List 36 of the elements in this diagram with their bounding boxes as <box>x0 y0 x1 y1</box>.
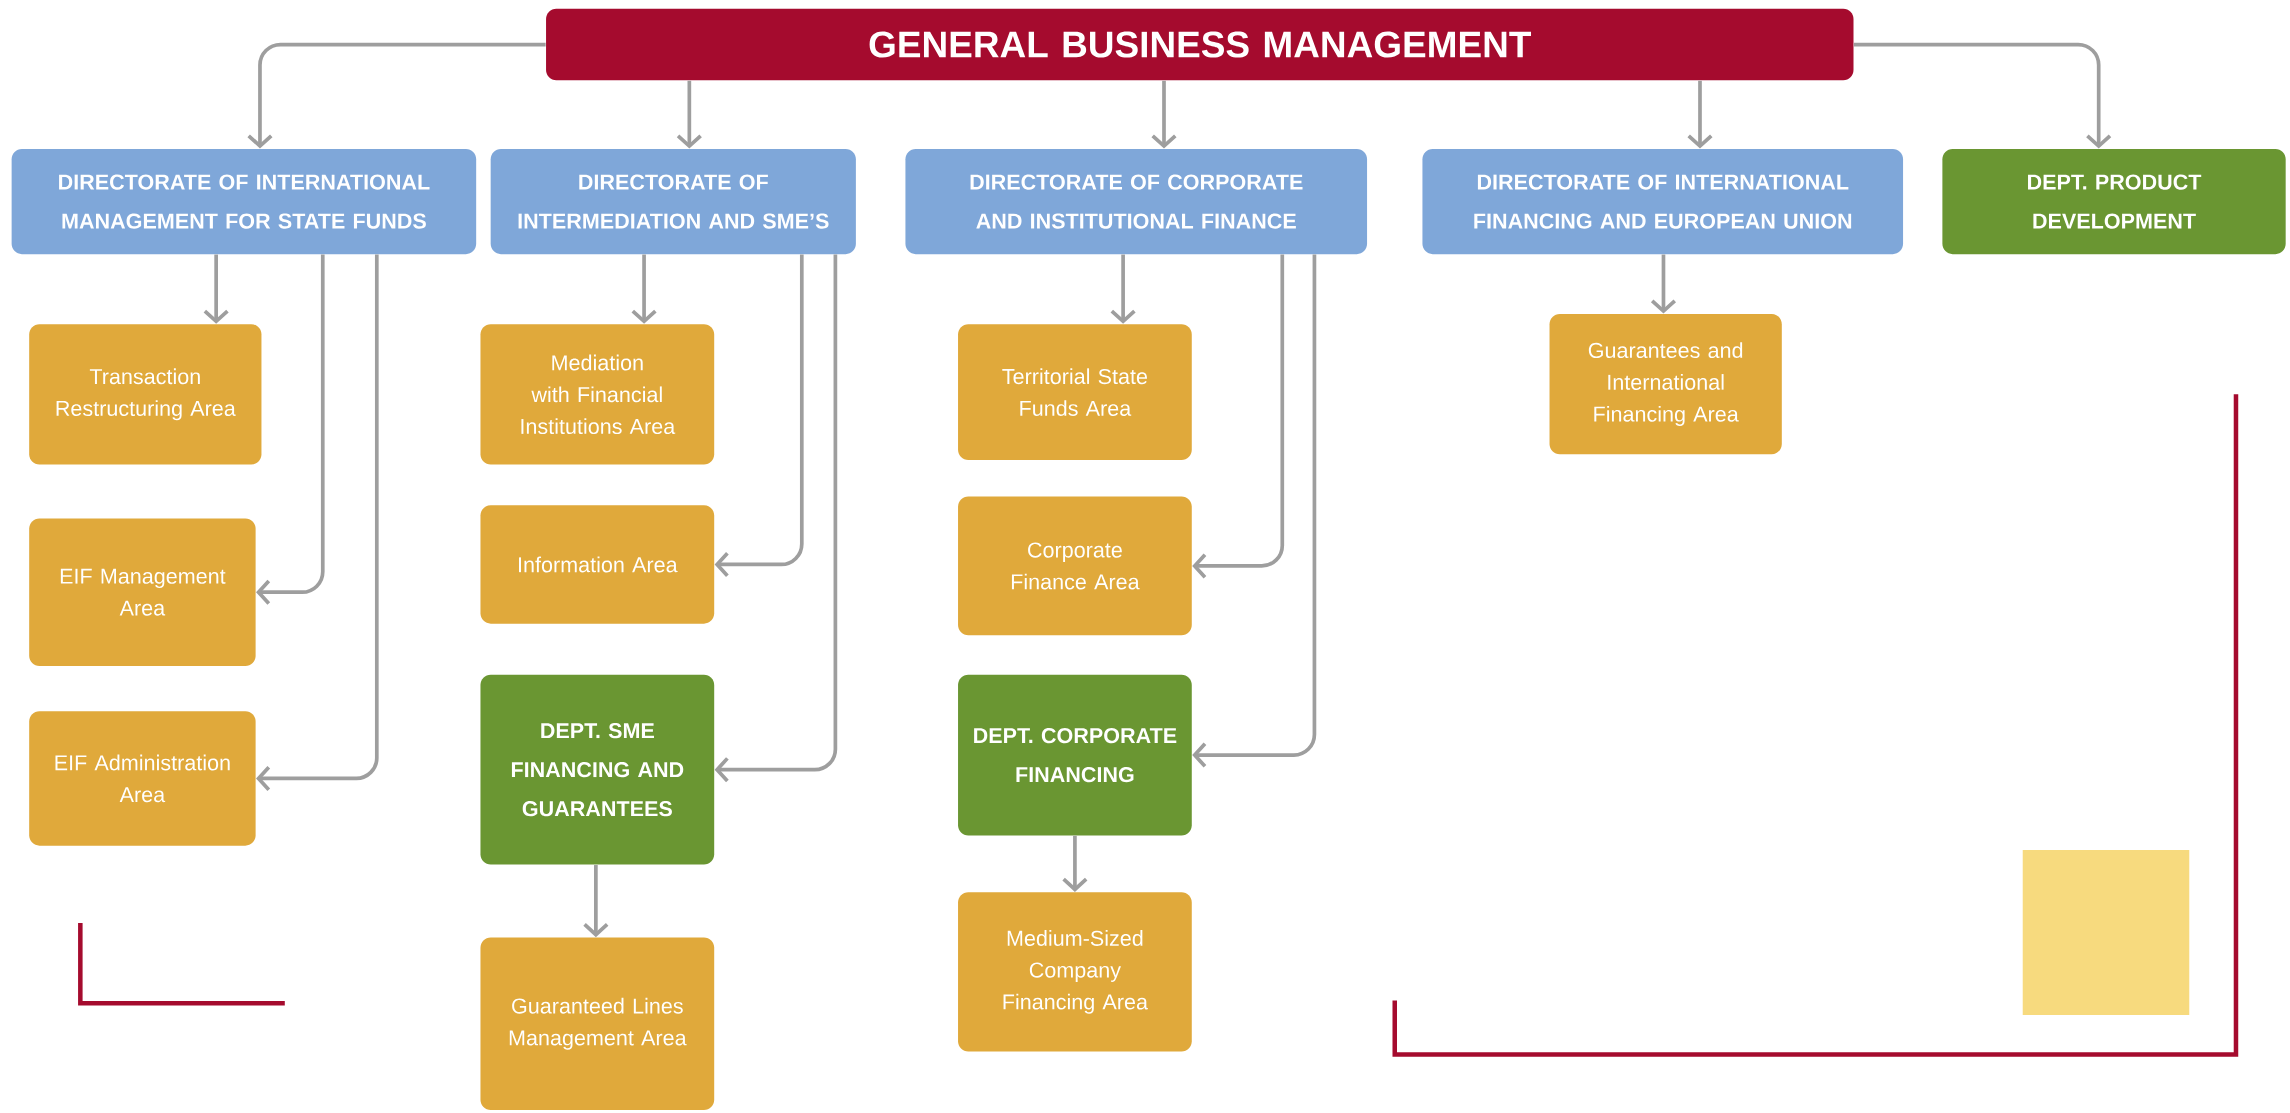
department-box: DEPT. SME FINANCING AND GUARANTEES <box>480 674 715 865</box>
arrow <box>1687 80 1713 149</box>
directorate-box: DIRECTORATE OF INTERNATIONAL MANAGEMENT FOR STATE FUNDS <box>11 149 477 255</box>
arrow <box>1062 835 1088 892</box>
directorate-box: DIRECTORATE OF INTERMEDIATION AND SME’S <box>490 149 856 255</box>
empty-box <box>2022 850 2190 1016</box>
arrow <box>1192 254 1285 579</box>
area-box: Guarantees and International Financing Area <box>1549 314 1782 455</box>
area-box: Territorial State Funds Area <box>958 324 1192 461</box>
directorate-box: DIRECTORATE OF INTERNATIONAL FINANCING AND EUROPEAN UNION <box>1422 149 1904 255</box>
arrow <box>1192 254 1317 768</box>
header-box: GENERAL BUSINESS MANAGEMENT <box>546 8 1854 81</box>
area-box: Guaranteed Lines Management Area <box>480 937 715 1111</box>
department-box: DEPT. PRODUCT DEVELOPMENT <box>1942 149 2286 255</box>
arrow <box>256 254 379 792</box>
arrow <box>1110 254 1136 324</box>
arrow <box>714 254 804 578</box>
arrow <box>714 254 838 783</box>
directorate-box: DIRECTORATE OF CORPORATE AND INSTITUTIONAL FINANCE <box>905 149 1368 255</box>
area-box: Corporate Finance Area <box>958 496 1192 636</box>
arrow <box>247 42 546 149</box>
arrow <box>203 254 229 324</box>
area-box: Information Area <box>480 505 715 624</box>
arrow <box>1650 254 1676 314</box>
arrow <box>1853 42 2112 149</box>
department-box: DEPT. CORPORATE FINANCING <box>958 674 1192 836</box>
arrow <box>256 254 325 605</box>
arrow <box>631 254 657 324</box>
arrow <box>676 80 702 149</box>
area-box: EIF Administration Area <box>29 711 256 846</box>
arrow <box>1151 80 1177 149</box>
arrow <box>583 865 609 938</box>
area-box: EIF Management Area <box>29 518 256 667</box>
area-box: Transaction Restructuring Area <box>29 324 262 465</box>
area-box: Mediation with Financial Institutions Area <box>480 324 715 465</box>
area-box: Medium-Sized Company Financing Area <box>958 892 1192 1052</box>
